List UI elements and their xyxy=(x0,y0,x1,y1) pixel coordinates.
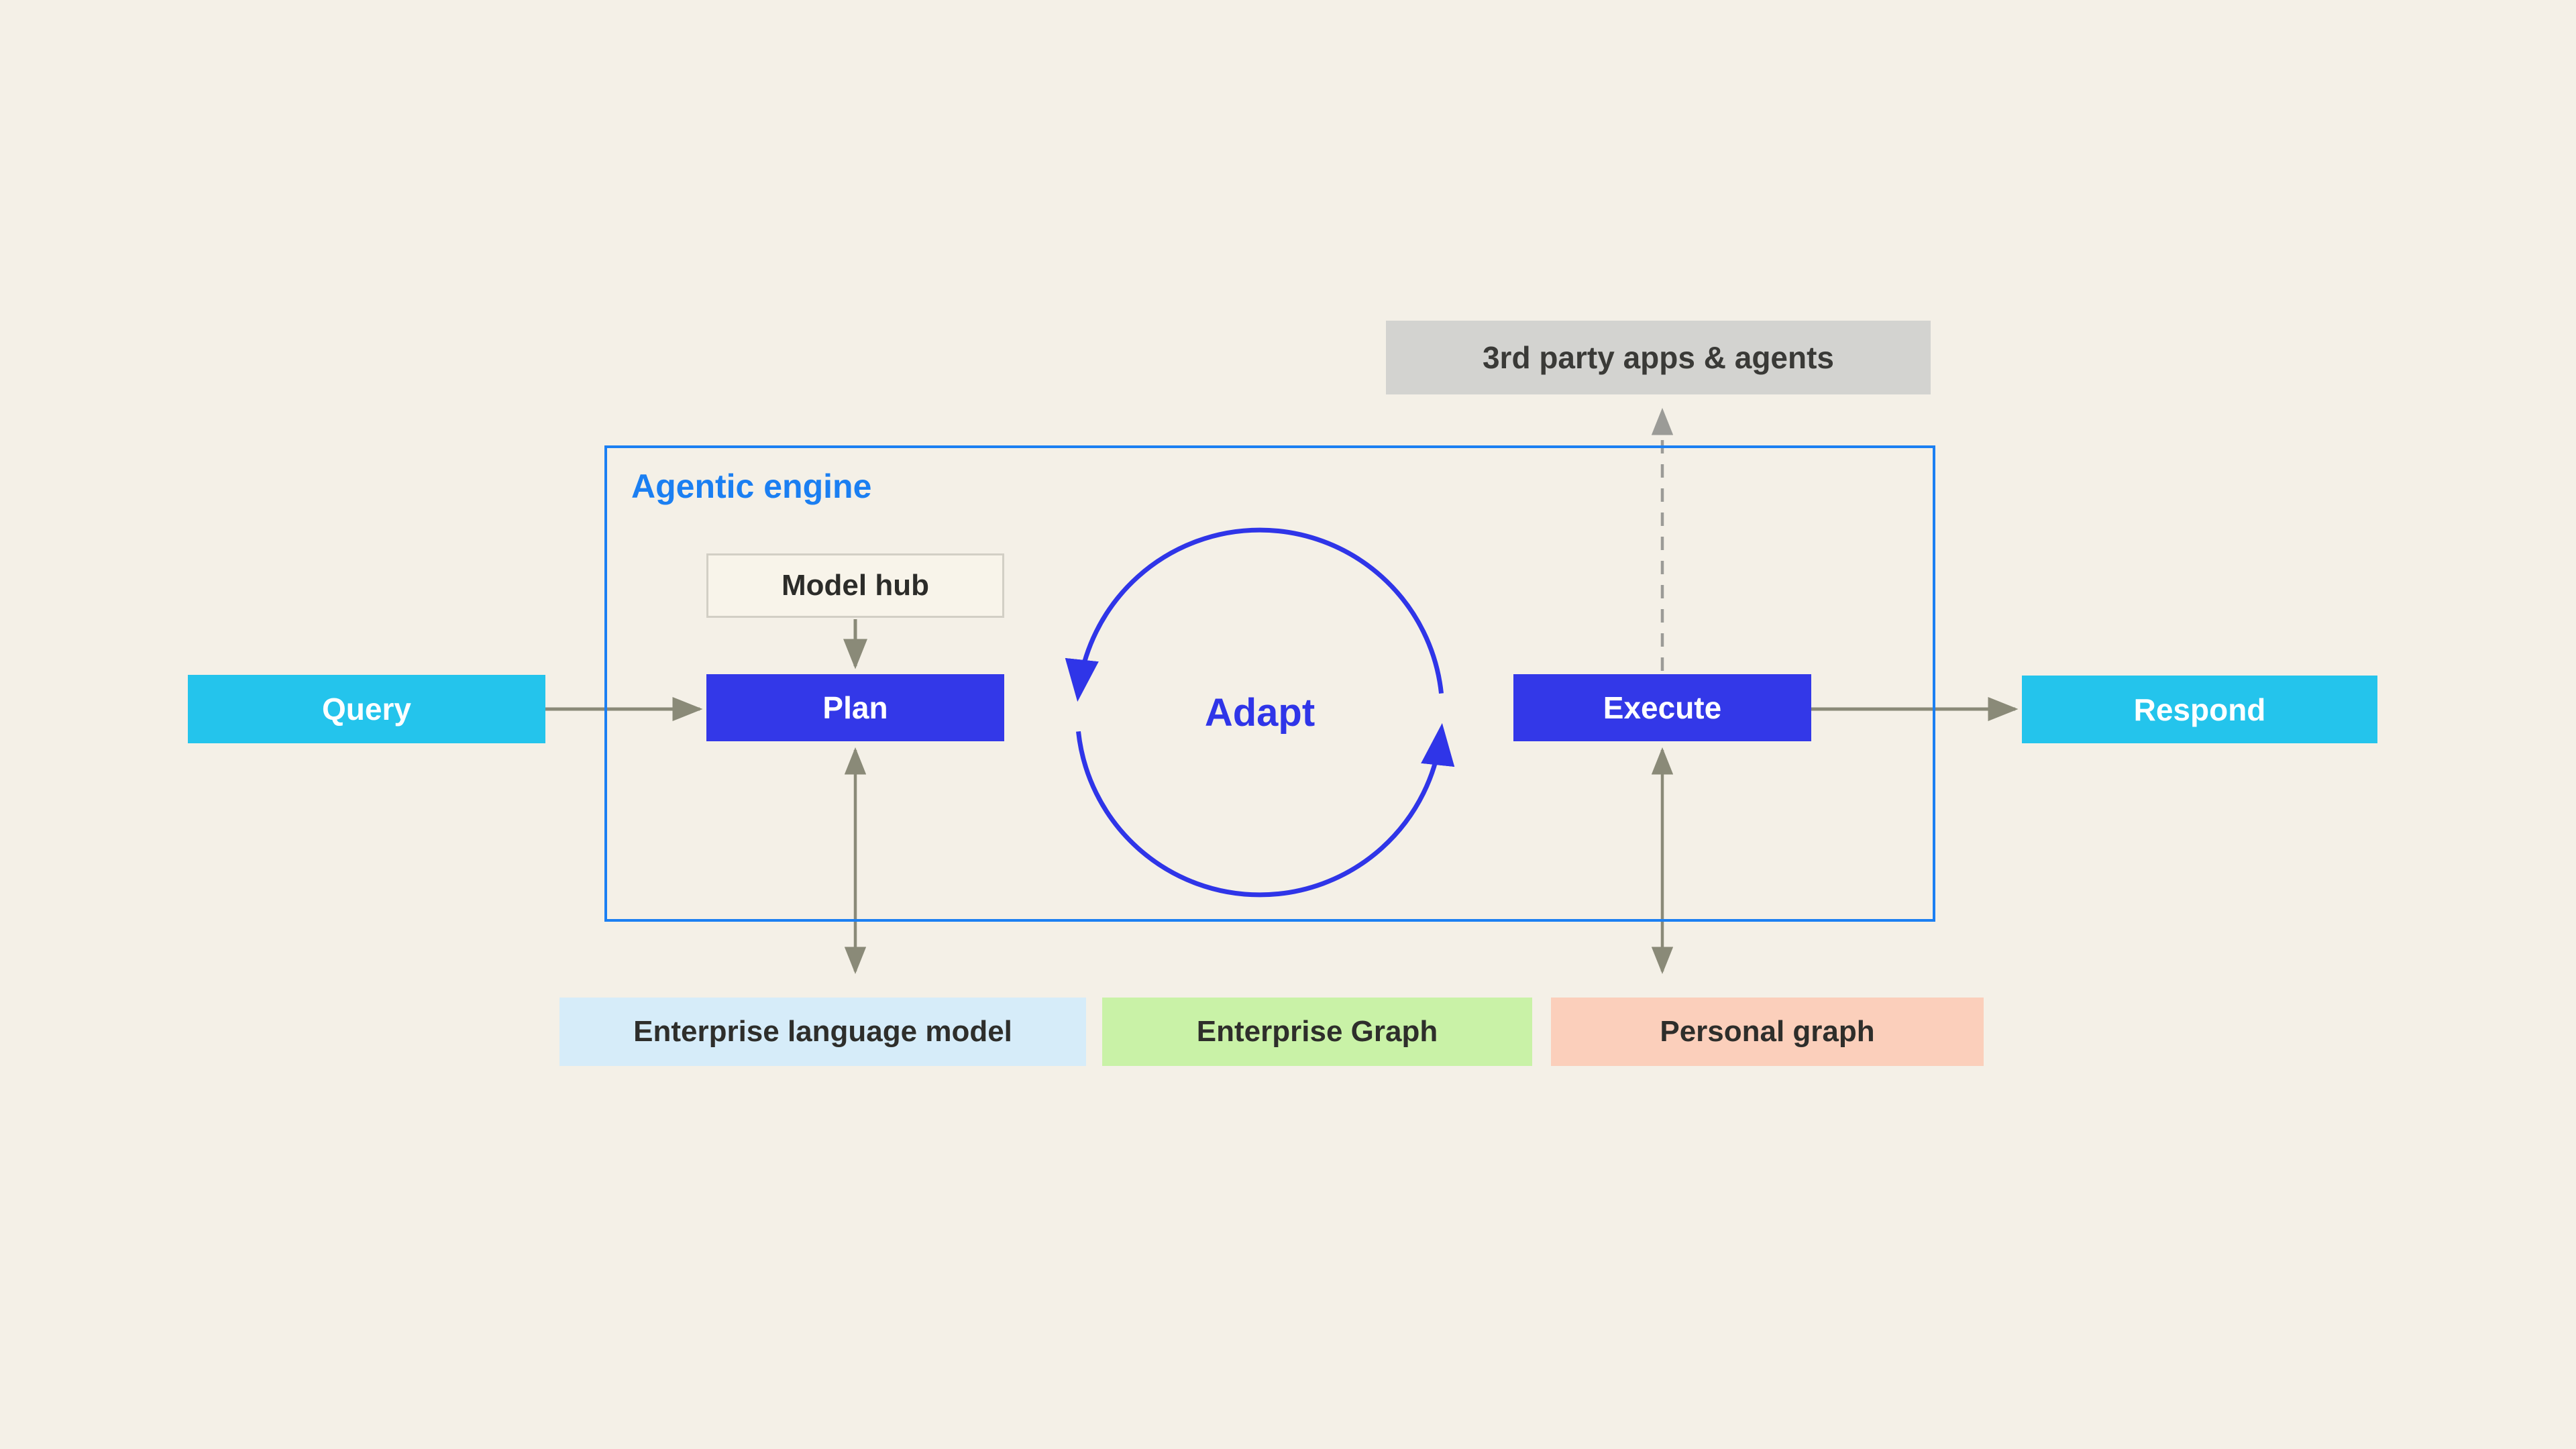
third-party-apps-node: 3rd party apps & agents xyxy=(1386,321,1931,394)
query-node: Query xyxy=(188,675,545,743)
execute-label: Execute xyxy=(1603,690,1722,725)
respond-label: Respond xyxy=(2133,692,2266,727)
query-label: Query xyxy=(322,692,411,727)
plan-label: Plan xyxy=(822,690,888,725)
enterprise-graph-node: Enterprise Graph xyxy=(1102,998,1532,1066)
adapt-loop-bottom-arc xyxy=(1076,722,1455,898)
personal-graph-node: Personal graph xyxy=(1551,998,1984,1066)
model-hub-label: Model hub xyxy=(782,569,929,602)
agentic-engine-title: Agentic engine xyxy=(631,468,872,505)
enterprise-language-model-node: Enterprise language model xyxy=(559,998,1086,1066)
agentic-engine-container xyxy=(604,445,1935,922)
personal-graph-label: Personal graph xyxy=(1660,1015,1875,1048)
enterprise-language-model-label: Enterprise language model xyxy=(633,1015,1012,1048)
adapt-loop-top-arc xyxy=(1065,527,1444,702)
enterprise-graph-label: Enterprise Graph xyxy=(1196,1015,1438,1048)
respond-node: Respond xyxy=(2022,676,2377,743)
plan-node: Plan xyxy=(706,674,1004,741)
execute-node: Execute xyxy=(1513,674,1811,741)
third-party-apps-label: 3rd party apps & agents xyxy=(1482,340,1835,375)
model-hub-node: Model hub xyxy=(706,553,1004,618)
